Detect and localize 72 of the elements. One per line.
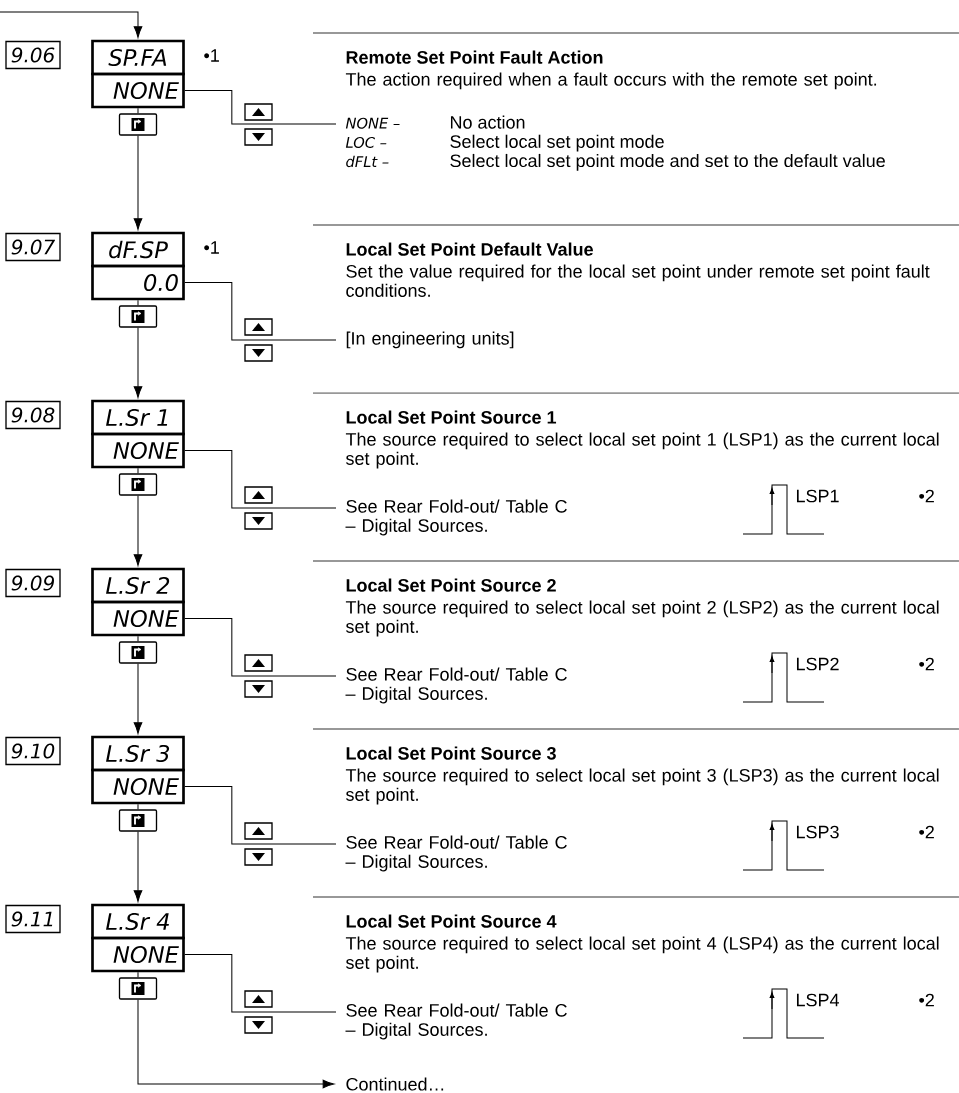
description-text: The source required to select local set point 3 (LSP3) as the current local set point. — [345, 768, 939, 805]
signal-label: LSP3 — [797, 825, 839, 839]
note-marker: •1 — [204, 49, 219, 62]
enter-key — [118, 113, 158, 136]
signal-label: LSP2 — [797, 657, 839, 671]
parameter-number-box: 9.06 — [5, 40, 61, 70]
note-marker: •1 — [204, 241, 219, 254]
signal-label: LSP4 — [797, 993, 839, 1007]
enter-key — [118, 305, 158, 328]
flow-arrow — [133, 831, 143, 902]
parameter-number-box: 9.11 — [5, 904, 61, 934]
connector-line — [137, 299, 139, 306]
signal-label: LSP1 — [797, 489, 839, 503]
display-window: NONE — [91, 768, 185, 805]
description-text: See Rear Fold-out/ Table C – Digital Sources. — [345, 835, 567, 872]
note-marker: •2 — [919, 489, 934, 503]
display-window: L.Sr 2 — [91, 567, 185, 604]
connector-line — [137, 971, 139, 978]
display-window: L.Sr 3 — [91, 735, 185, 772]
description-text: [In engineering units] — [346, 331, 514, 349]
description-text: Set the value required for the local set point under remote set point fault conditions. — [346, 264, 930, 297]
enter-key — [118, 473, 158, 496]
enter-key — [118, 641, 158, 664]
leader-line — [184, 90, 337, 125]
flow-arrow — [133, 663, 143, 734]
leader-line — [184, 786, 337, 845]
parameter-number-box: 9.08 — [5, 400, 61, 430]
description-text: See Rear Fold-out/ Table C – Digital Sources. — [345, 667, 567, 704]
display-window: NONE — [91, 600, 185, 637]
option-list: NONE – No action LOC – Select local set point mode dFLt – Select local set point mode and set to the default value — [345, 115, 885, 171]
enter-key — [118, 977, 158, 1000]
leader-line — [184, 282, 337, 341]
display-window: NONE — [91, 432, 185, 469]
description-text: The source required to select local set point 1 (LSP1) as the current local set point. — [345, 432, 939, 469]
connector-line — [137, 635, 139, 642]
flow-arrow — [133, 135, 143, 230]
note-marker: •2 — [919, 657, 934, 671]
continuation-text: Continued… — [346, 1077, 444, 1091]
section-heading: Local Set Point Source 3 — [346, 746, 556, 760]
description-text: The source required to select local set point 2 (LSP2) as the current local set point. — [345, 600, 939, 637]
connector-line — [137, 467, 139, 474]
parameter-number-box: 9.09 — [5, 568, 61, 598]
leader-line — [184, 954, 337, 1013]
display-window: SP.FA — [91, 39, 185, 76]
section-heading: Local Set Point Source 1 — [346, 410, 557, 424]
connector-line — [137, 803, 139, 810]
flow-arrow — [0, 11, 143, 38]
display-window: NONE — [91, 72, 185, 109]
display-window: NONE — [91, 936, 185, 973]
section-heading: Local Set Point Source 2 — [346, 578, 556, 592]
description-text: See Rear Fold-out/ Table C – Digital Sources. — [345, 499, 567, 536]
section-heading: Local Set Point Source 4 — [346, 914, 557, 928]
display-window: 0.0 — [91, 264, 185, 301]
description-text: See Rear Fold-out/ Table C – Digital Sources. — [345, 1003, 567, 1040]
flow-arrow — [133, 327, 143, 398]
description-text: The action required when a fault occurs with the remote set point. — [345, 72, 877, 90]
display-window: L.Sr 1 — [91, 399, 185, 436]
note-marker: •2 — [919, 993, 934, 1007]
section-heading: Local Set Point Default Value — [346, 242, 593, 256]
flow-arrow — [137, 999, 335, 1089]
parameter-number-box: 9.10 — [5, 736, 61, 766]
leader-line — [184, 618, 337, 677]
display-window: dF.SP — [91, 231, 185, 268]
flow-arrow — [133, 495, 143, 566]
connector-line — [137, 107, 139, 114]
description-text: The source required to select local set point 4 (LSP4) as the current local set point. — [345, 936, 939, 973]
parameter-number-box: 9.07 — [5, 232, 61, 262]
section-heading: Remote Set Point Fault Action — [346, 50, 603, 64]
display-window: L.Sr 4 — [91, 903, 185, 940]
leader-line — [184, 450, 337, 509]
note-marker: •2 — [919, 825, 934, 839]
enter-key — [118, 809, 158, 832]
